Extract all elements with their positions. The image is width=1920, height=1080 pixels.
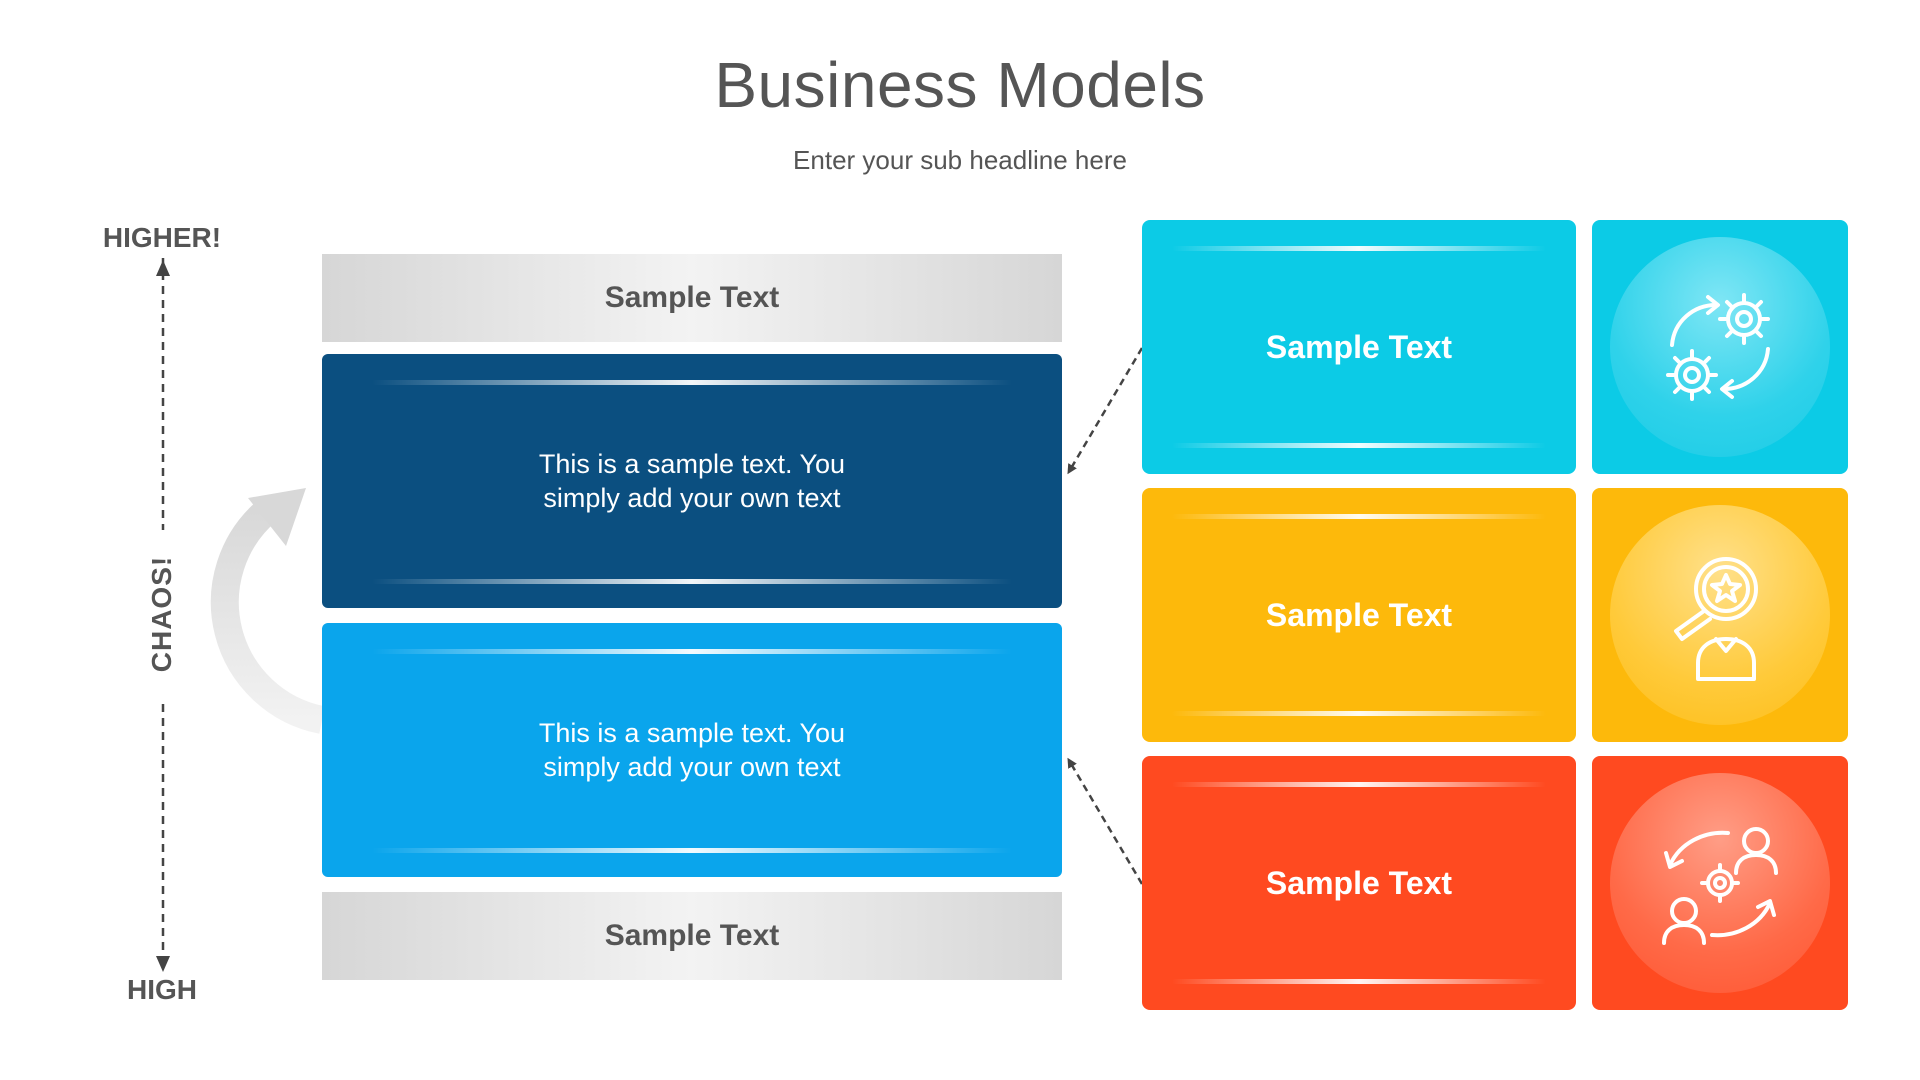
- arrow-down-icon: [156, 956, 170, 972]
- icon-tile-yellow: [1592, 488, 1848, 742]
- glow-line: [1172, 246, 1546, 251]
- page-title: Business Models: [714, 49, 1206, 121]
- stack-bottom-label: Sample Text: [604, 919, 780, 952]
- axis-label-top: HIGHER!: [102, 222, 222, 253]
- icon-circle-orange: [1610, 773, 1830, 993]
- glow-line: [1172, 711, 1546, 716]
- stack-top-label: Sample Text: [604, 281, 780, 314]
- axis-label-bottom: HIGH: [127, 974, 197, 1005]
- glow-line: [372, 380, 1012, 385]
- icon-circle-yellow: [1610, 505, 1830, 725]
- icon-tile-cyan: [1592, 220, 1848, 474]
- glow-line: [1172, 514, 1546, 519]
- glow-line: [372, 649, 1012, 654]
- stack-light-line2: simply add your own text: [543, 752, 841, 782]
- glow-line: [1172, 979, 1546, 984]
- glow-line: [372, 848, 1012, 853]
- card-yellow: Sample Text: [1142, 488, 1576, 742]
- page-subtitle: Enter your sub headline here: [793, 145, 1127, 175]
- card-orange: Sample Text: [1142, 756, 1576, 1010]
- people-exchange-gear-icon: [1662, 827, 1778, 945]
- card-yellow-label: Sample Text: [1265, 596, 1453, 633]
- stack-light-text: This is a sample text. You simply add yo…: [502, 716, 882, 784]
- connector-top: [1067, 347, 1144, 475]
- icon-circle-cyan: [1610, 237, 1830, 457]
- stack-top-bar: Sample Text: [322, 254, 1062, 342]
- icon-tile-orange: [1592, 756, 1848, 1010]
- glow-line: [372, 579, 1012, 584]
- stack-dark-block: This is a sample text. You simply add yo…: [322, 354, 1062, 608]
- arrow-up-icon: [156, 260, 170, 276]
- stack-dark-line2: simply add your own text: [543, 483, 841, 513]
- card-cyan: Sample Text: [1142, 220, 1576, 474]
- connector-bottom: [1067, 757, 1144, 885]
- cycle-arrow-icon: [210, 499, 325, 734]
- glow-line: [1172, 782, 1546, 787]
- glow-line: [1172, 443, 1546, 448]
- axis-label-middle: CHAOS!: [146, 555, 177, 673]
- stack-light-block: This is a sample text. You simply add yo…: [322, 623, 1062, 877]
- gears-cycle-icon: [1666, 293, 1770, 401]
- stack-light-line1: This is a sample text. You: [538, 718, 846, 748]
- stack-dark-line1: This is a sample text. You: [538, 449, 846, 479]
- stack-dark-text: This is a sample text. You simply add yo…: [502, 447, 882, 515]
- card-cyan-label: Sample Text: [1265, 328, 1453, 365]
- stack-bottom-bar: Sample Text: [322, 892, 1062, 980]
- card-orange-label: Sample Text: [1265, 864, 1453, 901]
- search-person-star-icon: [1674, 557, 1758, 681]
- cycle-arrowhead-icon: [248, 488, 306, 546]
